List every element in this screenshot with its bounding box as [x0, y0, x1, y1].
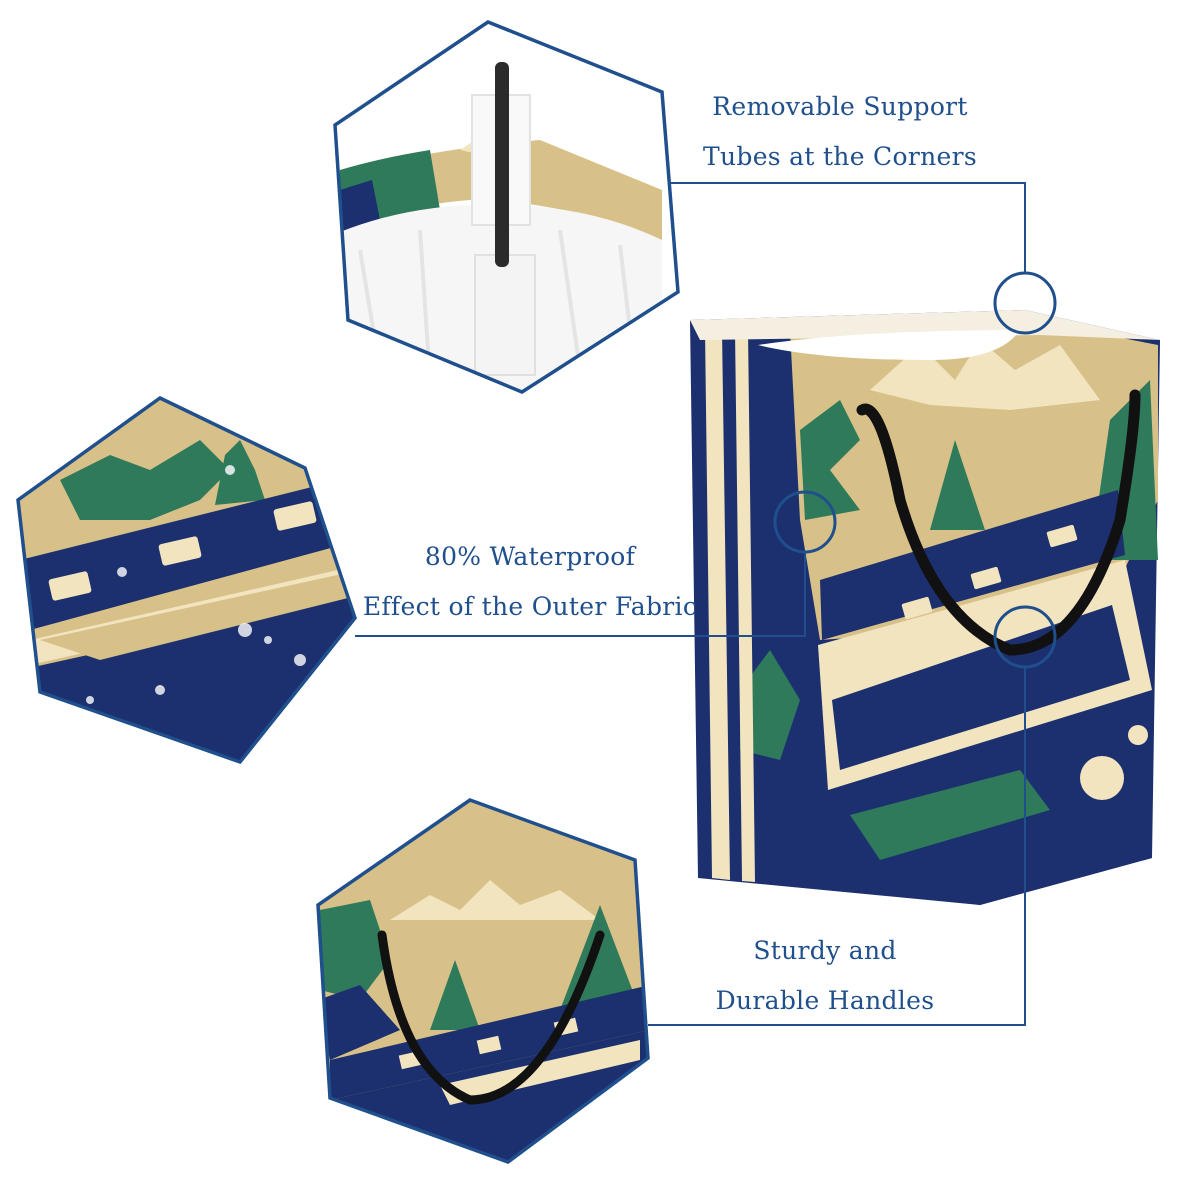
- callout-waterproof: [355, 490, 837, 637]
- waterproof-label-line2: Effect of the Outer Fabric: [362, 592, 698, 621]
- handles-closeup: [316, 798, 650, 1164]
- support-tube-closeup: [333, 20, 680, 394]
- callout-support-tubes: [670, 182, 1057, 335]
- waterproof-label: 80% Waterproof Effect of the Outer Fabri…: [350, 532, 710, 632]
- support-tubes-label-line1: Removable Support: [712, 92, 968, 121]
- handles-label: Sturdy and Durable Handles: [680, 926, 970, 1026]
- waterproof-fabric-closeup: [16, 395, 357, 765]
- laundry-basket-illustration: [690, 310, 1160, 905]
- handles-label-line2: Durable Handles: [715, 986, 935, 1015]
- callout-handles: [648, 605, 1057, 1026]
- support-tubes-label: Removable Support Tubes at the Corners: [690, 82, 990, 182]
- waterproof-label-line1: 80% Waterproof: [424, 542, 636, 571]
- support-tubes-label-line2: Tubes at the Corners: [703, 142, 977, 171]
- handles-label-line1: Sturdy and: [753, 936, 897, 965]
